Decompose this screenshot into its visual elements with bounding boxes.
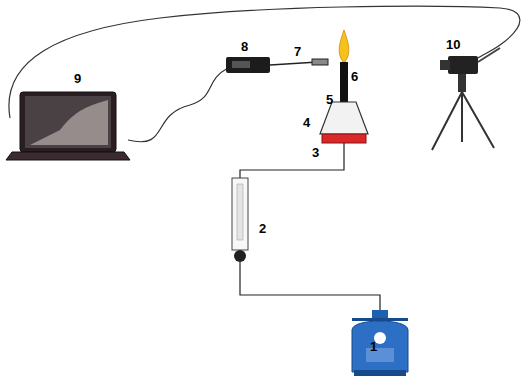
gas-hose bbox=[240, 262, 380, 312]
gas-cylinder bbox=[352, 310, 408, 376]
thermocouple-wire bbox=[270, 62, 318, 65]
callout-number: 3 bbox=[312, 146, 319, 159]
gas-hose bbox=[240, 143, 344, 178]
camera-tripod bbox=[432, 48, 500, 150]
callout-number: 2 bbox=[259, 222, 266, 235]
callout-number: 5 bbox=[326, 93, 333, 106]
burner-tube bbox=[340, 62, 348, 102]
callout-number: 8 bbox=[241, 40, 248, 53]
logger-cable bbox=[128, 68, 228, 142]
burner-base bbox=[322, 134, 366, 143]
flowmeter bbox=[232, 178, 248, 262]
callout-number: 10 bbox=[446, 38, 460, 51]
callout-number: 4 bbox=[303, 116, 310, 129]
callout-number: 6 bbox=[351, 70, 358, 83]
thermocouple-probe bbox=[312, 59, 328, 65]
callout-number: 7 bbox=[294, 45, 301, 58]
flame bbox=[339, 30, 349, 62]
callout-number: 1 bbox=[370, 340, 377, 353]
data-logger bbox=[226, 57, 270, 73]
laptop bbox=[6, 92, 130, 160]
callout-number: 9 bbox=[74, 72, 81, 85]
burner-body bbox=[320, 102, 368, 134]
